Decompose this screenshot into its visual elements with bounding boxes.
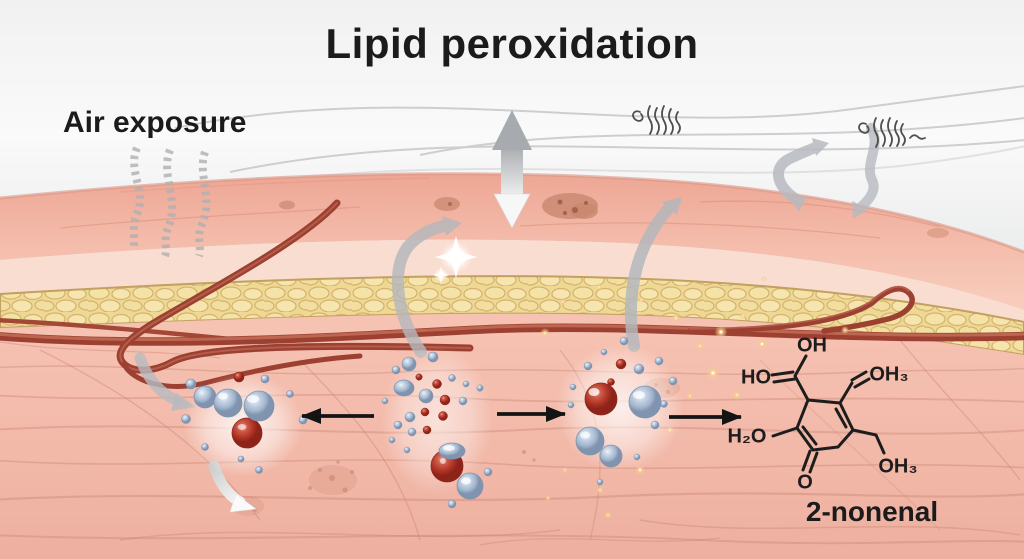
evaporation-squiggles	[129, 146, 211, 258]
chemical-structure-skeleton	[770, 354, 886, 474]
down-arrowhead	[493, 193, 531, 229]
wavy-down-arrow	[852, 123, 880, 219]
right-molecule-cluster	[556, 336, 684, 486]
chem-label-water-left: H₂O	[727, 425, 767, 448]
chem-label-ketone-bottom: O	[797, 471, 813, 494]
chem-label-methoxy-right: OH₃	[869, 363, 909, 386]
product-name-label: 2-nonenal	[805, 496, 939, 527]
chem-label-methoxy-bottom: OH₃	[878, 455, 918, 478]
age-spots	[279, 193, 949, 238]
left-molecule-cluster	[181, 371, 308, 477]
vessel-loop-right	[687, 286, 915, 334]
epidermis-layer	[0, 173, 1024, 310]
molecule-clusters	[181, 336, 684, 509]
white-sparkle	[432, 236, 477, 284]
arrow-from-center-molecule	[391, 216, 462, 358]
skin-surface-edge	[0, 172, 1024, 254]
s-curve-arrow	[773, 138, 829, 212]
reaction-arrows	[301, 406, 742, 425]
gray-arrows	[134, 110, 880, 513]
page-title: Lipid peroxidation	[325, 20, 699, 67]
up-arrowhead	[492, 110, 532, 150]
center-molecule-cluster	[381, 345, 493, 509]
arrow-from-right-molecule	[624, 197, 682, 352]
epidermis-texture	[59, 177, 941, 239]
chem-label-hydroxyl-left: HO	[741, 366, 771, 389]
air-exposure-label: Air exposure	[63, 106, 247, 139]
surface-exchange-arrow	[492, 110, 532, 229]
chem-label-hydroxyl-top: OH	[797, 334, 827, 357]
vapor-squiggles	[632, 105, 926, 148]
blood-vessels	[0, 199, 1024, 389]
